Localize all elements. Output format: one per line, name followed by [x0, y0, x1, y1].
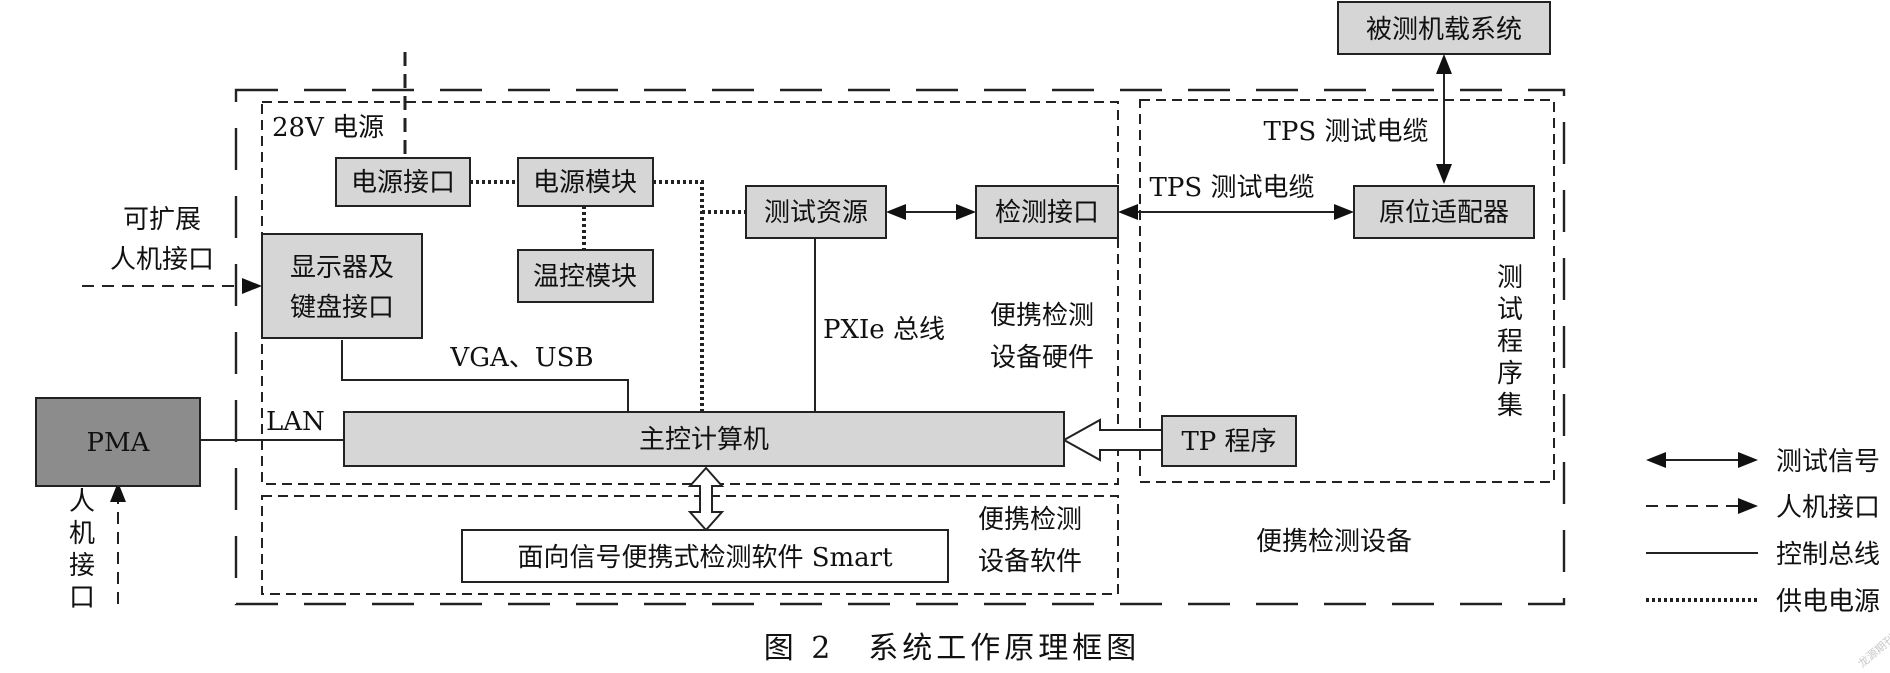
- legend-double-arrow-left: [1646, 452, 1666, 468]
- temp-module-box: [517, 249, 654, 303]
- power-interface-label: 电源接口: [351, 168, 455, 198]
- software-label: 面向信号便携式检测软件 Smart: [517, 543, 893, 573]
- hmi-char-1: 机: [69, 519, 95, 549]
- legend-item-control-bus: 控制总线: [1646, 540, 1880, 570]
- vga-usb-line: [341, 340, 629, 412]
- legend-label-power: 供电电源: [1776, 587, 1880, 617]
- tp-program-label: TP 程序: [1181, 427, 1276, 457]
- detect-adapter-arrow-right: [1334, 204, 1354, 220]
- extendable-hmi-arrowhead: [242, 278, 262, 294]
- power-interface-box: [335, 157, 471, 207]
- adapter-target-arrow-down: [1436, 164, 1452, 184]
- main-computer-box: [343, 411, 1065, 467]
- tps-cable-top-label: TPS 测试电缆: [1264, 117, 1429, 147]
- hardware-label-1: 便携检测: [990, 301, 1094, 331]
- hmi-char-0: 人: [69, 487, 95, 517]
- software-frame: [261, 495, 1119, 595]
- legend-item-power: 供电电源: [1646, 587, 1880, 617]
- main-computer-label: 主控计算机: [639, 425, 769, 455]
- power-module-label: 电源模块: [533, 168, 637, 198]
- temp-module-label: 温控模块: [533, 262, 637, 292]
- test-resource-box: [745, 185, 887, 239]
- hardware-frame: [261, 101, 1119, 485]
- device-label: 便携检测设备: [1256, 527, 1412, 557]
- power-module-box: [517, 157, 654, 207]
- tps-vertical-label: 测 试 程 序 集: [1497, 263, 1523, 421]
- legend-double-arrow-right: [1738, 452, 1758, 468]
- display-keyboard-label-2: 键盘接口: [290, 293, 394, 323]
- hmi-vertical-label: 人 机 接 口: [69, 487, 95, 613]
- software-computer-arrow: [687, 466, 725, 532]
- test-resource-label: 测试资源: [764, 198, 868, 228]
- figure-caption: 图 2 系统工作原理框图: [764, 631, 1141, 666]
- legend-label-test-signal: 测试信号: [1776, 447, 1880, 477]
- lan-label: LAN: [266, 407, 325, 437]
- display-keyboard-box: [261, 233, 423, 339]
- tps-char-0: 测: [1497, 263, 1523, 293]
- legend-item-test-signal: 测试信号: [1646, 447, 1880, 477]
- legend-label-control-bus: 控制总线: [1776, 540, 1880, 570]
- pma-hmi-arrowhead: [110, 482, 126, 502]
- tps-cable-mid-label: TPS 测试电缆: [1150, 173, 1315, 203]
- vga-usb-label: VGA、USB: [449, 343, 593, 373]
- target-system-box: [1337, 1, 1551, 55]
- legend-label-hmi: 人机接口: [1776, 493, 1880, 523]
- software-side-label-1: 便携检测: [978, 505, 1082, 535]
- detect-adapter-arrow-left: [1118, 204, 1138, 220]
- extendable-label-2: 人机接口: [110, 245, 214, 275]
- tp-program-arrow: [1061, 418, 1163, 462]
- detect-interface-label: 检测接口: [995, 198, 1099, 228]
- pma-label: PMA: [87, 428, 151, 458]
- detect-interface-box: [975, 185, 1119, 239]
- software-side-label-2: 设备软件: [978, 547, 1082, 577]
- power-line-3: [653, 180, 704, 412]
- watermark: 龙源期刊网: [1855, 624, 1890, 670]
- pma-box: [35, 397, 201, 487]
- in-situ-adapter-box: [1353, 185, 1535, 239]
- hardware-label-2: 设备硬件: [990, 343, 1094, 373]
- target-system-label: 被测机载系统: [1366, 15, 1522, 45]
- extendable-label-1: 可扩展: [123, 205, 201, 235]
- legend-dashed-arrowhead: [1738, 498, 1758, 514]
- pxie-label: PXIe 总线: [823, 315, 945, 345]
- tps-frame: [1139, 99, 1555, 483]
- adapter-target-arrow-up: [1436, 54, 1452, 74]
- legend-item-hmi: 人机接口: [1646, 493, 1880, 523]
- tps-char-2: 程: [1497, 327, 1523, 357]
- in-situ-adapter-label: 原位适配器: [1379, 198, 1509, 228]
- hmi-char-3: 口: [69, 583, 95, 613]
- outer-device-frame: [234, 88, 1566, 606]
- tp-program-box: [1161, 415, 1297, 467]
- tps-char-4: 集: [1497, 391, 1523, 421]
- display-keyboard-label-1: 显示器及: [290, 253, 394, 283]
- software-box: [461, 529, 949, 583]
- resource-detect-arrow-left: [886, 204, 906, 220]
- hmi-char-2: 接: [69, 551, 95, 581]
- power-28v-label: 28V 电源: [272, 113, 384, 143]
- tps-char-1: 试: [1497, 295, 1523, 325]
- tps-char-3: 序: [1497, 359, 1523, 389]
- legend: 测试信号 人机接口 控制总线 供电电源: [1646, 447, 1880, 617]
- resource-detect-arrow-right: [956, 204, 976, 220]
